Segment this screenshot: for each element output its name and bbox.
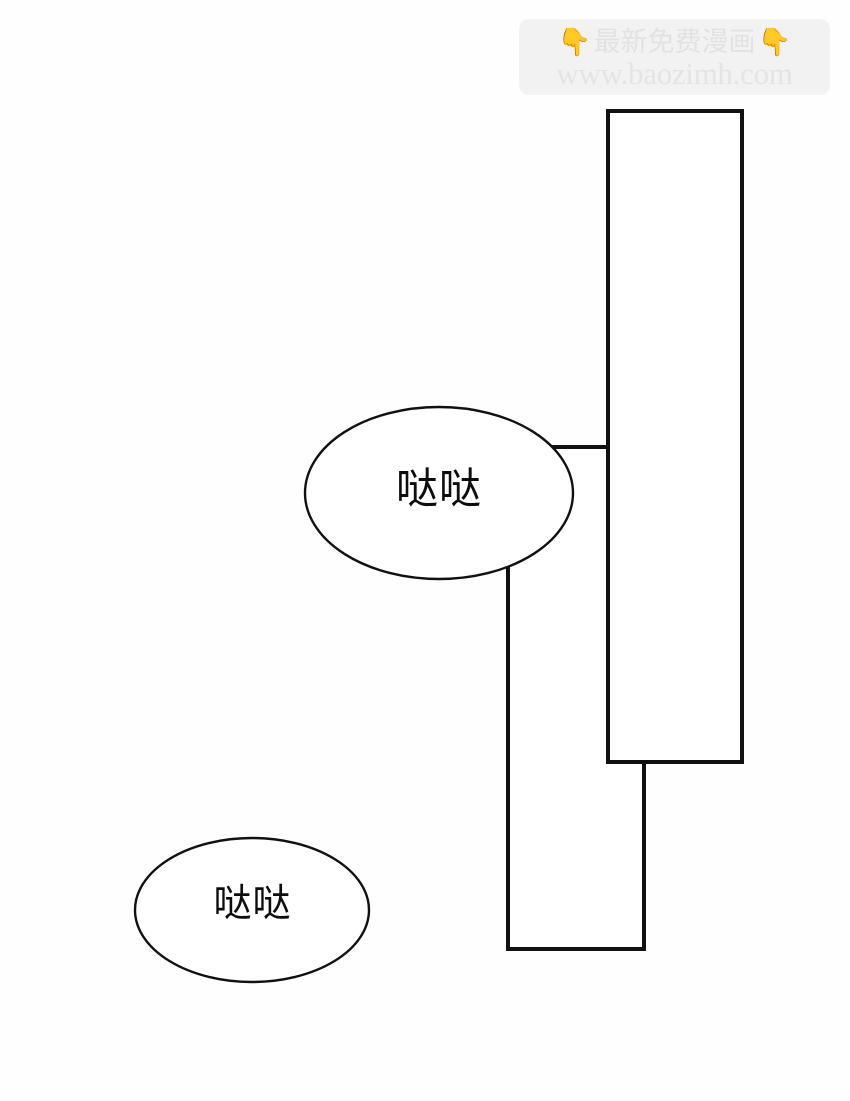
watermark-headline-row: 👇 最新免费漫画 👇 — [519, 23, 830, 61]
pointing-down-finger-icon-right: 👇 — [757, 26, 792, 57]
tall-rectangle-upper-right — [606, 109, 744, 764]
speech-bubble-upper — [303, 405, 575, 581]
watermark-url: www.baozimh.com — [556, 56, 793, 91]
speech-bubble-lower — [133, 836, 371, 984]
baozimh-watermark: 👇 最新免费漫画 👇 www.baozimh.com — [519, 19, 830, 95]
pointing-down-finger-icon-left: 👇 — [557, 26, 592, 57]
speech-bubble-lower-text: 哒哒 — [213, 883, 292, 925]
watermark-headline: 最新免费漫画 — [593, 26, 756, 57]
speech-bubble-upper-text: 哒哒 — [395, 465, 482, 512]
